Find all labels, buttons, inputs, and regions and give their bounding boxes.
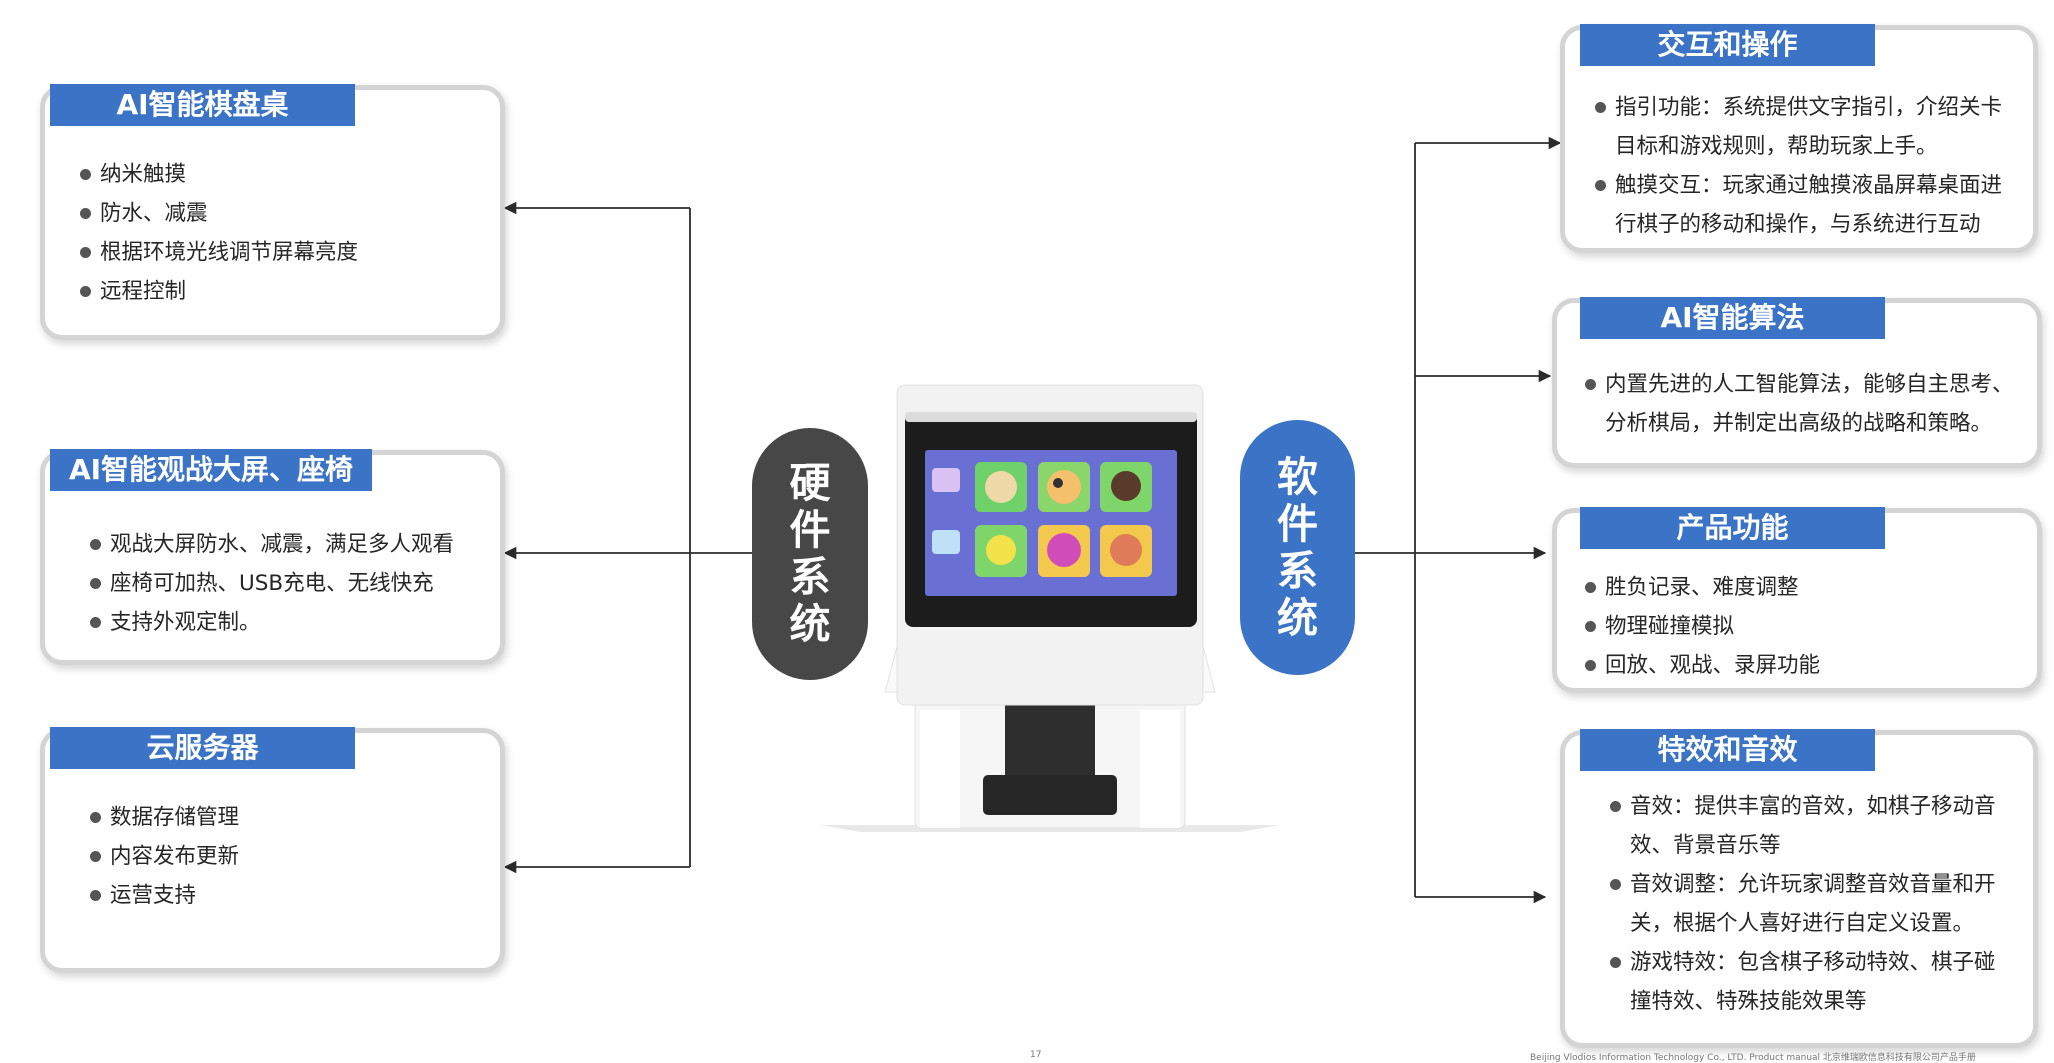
card-title: AI智能棋盘桌: [50, 84, 355, 126]
list-item: 触摸交互：玩家通过触摸液晶屏幕桌面进行棋子的移动和操作，与系统进行互动: [1595, 166, 2002, 244]
card-title: 产品功能: [1580, 507, 1885, 549]
list-item: 指引功能：系统提供文字指引，介绍关卡目标和游戏规则，帮助玩家上手。: [1595, 88, 2002, 166]
page-number: 17: [1030, 1050, 1042, 1060]
list-item: 纳米触摸: [80, 155, 358, 194]
card-product-features: 产品功能 胜负记录、难度调整 物理碰撞模拟 回放、观战、录屏功能: [1552, 507, 2042, 693]
bullet-list: 观战大屏防水、减震，满足多人观看 座椅可加热、USB充电、无线快充 支持外观定制…: [90, 525, 454, 642]
list-item: 观战大屏防水、减震，满足多人观看: [90, 525, 454, 564]
pill-char: 系: [789, 553, 831, 601]
pill-char: 件: [789, 506, 831, 554]
list-item: 游戏特效：包含棋子移动特效、棋子碰撞特效、特殊技能效果等: [1610, 943, 1996, 1021]
bullet-list: 纳米触摸 防水、减震 根据环境光线调节屏幕亮度 远程控制: [80, 155, 358, 311]
card-spectator-screen: AI智能观战大屏、座椅 观战大屏防水、减震，满足多人观看 座椅可加热、USB充电…: [40, 449, 505, 665]
pill-char: 系: [1277, 546, 1318, 595]
list-item: 音效调整：允许玩家调整音效音量和开关，根据个人喜好进行自定义设置。: [1610, 865, 1996, 943]
card-title: AI智能观战大屏、座椅: [50, 449, 372, 491]
footer-company: Beijing Vlodios Information Technology C…: [1530, 1053, 1976, 1063]
list-item: 内置先进的人工智能算法，能够自主思考、分析棋局，并制定出高级的战略和策略。: [1585, 365, 2014, 443]
list-item: 座椅可加热、USB充电、无线快充: [90, 564, 454, 603]
bullet-list: 指引功能：系统提供文字指引，介绍关卡目标和游戏规则，帮助玩家上手。 触摸交互：玩…: [1595, 88, 2002, 244]
card-ai-chess-table: AI智能棋盘桌 纳米触摸 防水、减震 根据环境光线调节屏幕亮度 远程控制: [40, 84, 505, 340]
pill-char: 统: [1277, 593, 1318, 642]
list-item: 音效：提供丰富的音效，如棋子移动音效、背景音乐等: [1610, 787, 1996, 865]
card-title: 云服务器: [50, 727, 355, 769]
list-item: 远程控制: [80, 272, 358, 311]
list-item: 支持外观定制。: [90, 603, 454, 642]
list-item: 内容发布更新: [90, 837, 239, 876]
software-system-pill: 软 件 系 统: [1240, 420, 1355, 675]
card-effects-sound: 特效和音效 音效：提供丰富的音效，如棋子移动音效、背景音乐等 音效调整：允许玩家…: [1560, 729, 2038, 1048]
pill-char: 硬: [789, 459, 831, 507]
list-item: 物理碰撞模拟: [1585, 607, 1820, 646]
card-title: 特效和音效: [1580, 729, 1875, 771]
list-item: 回放、观战、录屏功能: [1585, 646, 1820, 685]
card-interaction-operation: 交互和操作 指引功能：系统提供文字指引，介绍关卡目标和游戏规则，帮助玩家上手。 …: [1560, 24, 2038, 253]
bullet-list: 数据存储管理 内容发布更新 运营支持: [90, 798, 239, 915]
card-title: AI智能算法: [1580, 297, 1885, 339]
bullet-list: 胜负记录、难度调整 物理碰撞模拟 回放、观战、录屏功能: [1585, 568, 1820, 685]
pill-char: 软: [1277, 452, 1318, 501]
hardware-system-pill: 硬 件 系 统: [752, 428, 868, 680]
bullet-list: 音效：提供丰富的音效，如棋子移动音效、背景音乐等 音效调整：允许玩家调整音效音量…: [1610, 787, 1996, 1021]
bullet-list: 内置先进的人工智能算法，能够自主思考、分析棋局，并制定出高级的战略和策略。: [1585, 365, 2014, 443]
card-title: 交互和操作: [1580, 24, 1875, 66]
list-item: 根据环境光线调节屏幕亮度: [80, 233, 358, 272]
list-item: 运营支持: [90, 876, 239, 915]
pill-char: 件: [1277, 499, 1318, 548]
list-item: 数据存储管理: [90, 798, 239, 837]
pill-char: 统: [789, 600, 831, 648]
card-cloud-server: 云服务器 数据存储管理 内容发布更新 运营支持: [40, 727, 505, 973]
card-ai-algorithm: AI智能算法 内置先进的人工智能算法，能够自主思考、分析棋局，并制定出高级的战略…: [1552, 297, 2042, 468]
list-item: 防水、减震: [80, 194, 358, 233]
list-item: 胜负记录、难度调整: [1585, 568, 1820, 607]
ai-chess-table-device-illustration: [820, 384, 1280, 832]
